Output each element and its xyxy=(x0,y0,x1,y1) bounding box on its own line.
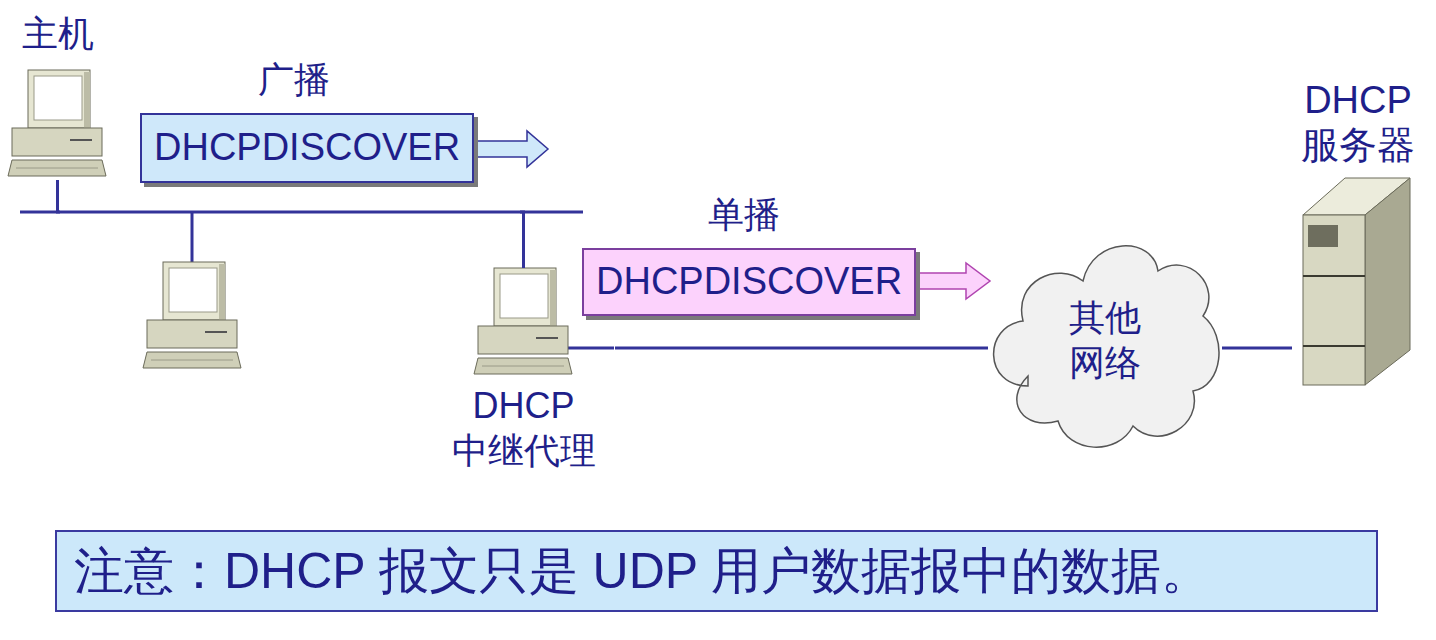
note-box: 注意：DHCP 报文只是 UDP 用户数据报中的数据。 xyxy=(55,530,1378,612)
caption-text: 注意：DHCP 报文只是 UDP 用户数据报中的数据。 xyxy=(74,538,1211,605)
network-cloud: 其他 网络 xyxy=(988,226,1222,454)
node-label: DHCPDISCOVER xyxy=(154,127,460,169)
wire-stub xyxy=(566,347,614,350)
unicast-message-box: DHCPDISCOVER xyxy=(582,248,916,316)
computer-icon xyxy=(143,262,241,368)
server-icon xyxy=(1303,178,1410,385)
drop-line xyxy=(191,212,194,262)
network-wire xyxy=(58,180,524,268)
computer-icon xyxy=(474,268,572,374)
block-arrow xyxy=(468,131,548,167)
transmission-label: 广播 xyxy=(258,58,330,101)
host-computer: 主机 xyxy=(10,12,105,180)
computer-icon xyxy=(8,70,106,176)
node-label: DHCP 服务器 xyxy=(1292,78,1424,168)
network-wire xyxy=(1222,347,1292,350)
bus-line xyxy=(520,211,583,214)
broadcast-message-box: DHCPDISCOVER xyxy=(140,113,474,183)
cloud-outline xyxy=(988,226,1222,454)
cloud-shape xyxy=(994,246,1219,447)
node-label: DHCPDISCOVER xyxy=(596,261,902,303)
node-label: 主机 xyxy=(22,12,94,55)
block-arrow xyxy=(908,263,990,299)
relay-agent: DHCP 中继代理 xyxy=(432,268,615,473)
bus-line xyxy=(20,211,60,214)
node-label: DHCP 中继代理 xyxy=(432,383,615,473)
network-wire xyxy=(615,347,988,350)
dhcp-server: DHCP 服务器 xyxy=(1292,78,1424,388)
node-label: 其他 网络 xyxy=(1060,295,1150,385)
transmission-label: 单播 xyxy=(708,193,780,236)
